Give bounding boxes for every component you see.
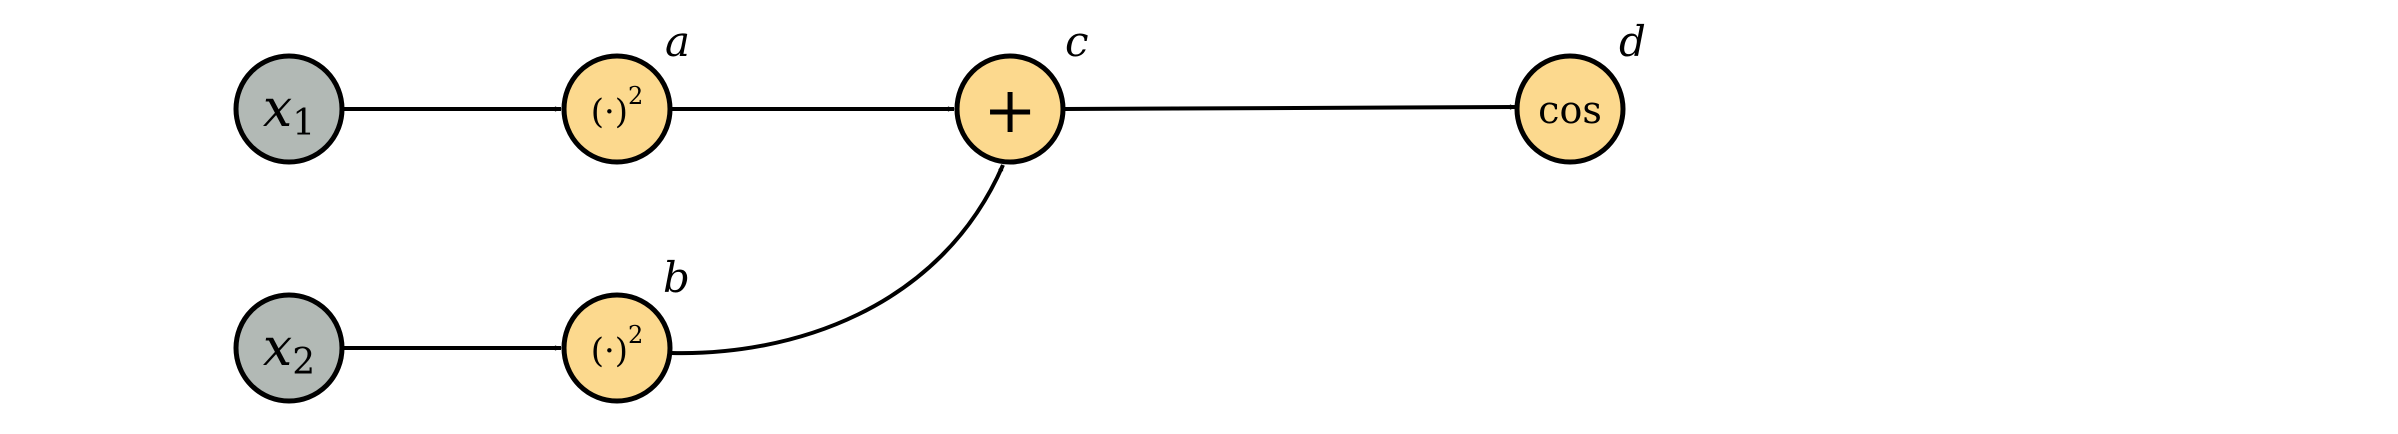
node-b-label: b (663, 253, 690, 302)
node-c: + c (954, 17, 1089, 165)
node-x2-circle (233, 292, 345, 404)
node-b: (·)2 b (561, 253, 690, 404)
node-d-label: d (1619, 17, 1646, 66)
edge-c-to-d (1063, 104, 1517, 111)
node-b-circle (561, 292, 673, 404)
node-a-circle (561, 53, 673, 165)
node-x1-text: x1 (263, 79, 315, 144)
node-c-label: c (1065, 17, 1089, 66)
node-b-text: (·)2 (591, 321, 644, 371)
node-x1-circle (233, 53, 345, 165)
node-a-label: a (665, 17, 690, 66)
node-x2: x2 (233, 292, 345, 404)
node-c-text: + (983, 74, 1037, 148)
node-d-text: cos (1538, 88, 1602, 132)
edge-b-to-c (670, 164, 1005, 356)
node-a-text: (·)2 (591, 82, 644, 132)
node-d-circle (1514, 53, 1626, 165)
node-x2-text: x2 (263, 318, 315, 383)
node-a: (·)2 a (561, 17, 690, 165)
node-d: cos d (1514, 17, 1646, 165)
node-x1: x1 (233, 53, 345, 165)
node-c-circle (954, 53, 1066, 165)
